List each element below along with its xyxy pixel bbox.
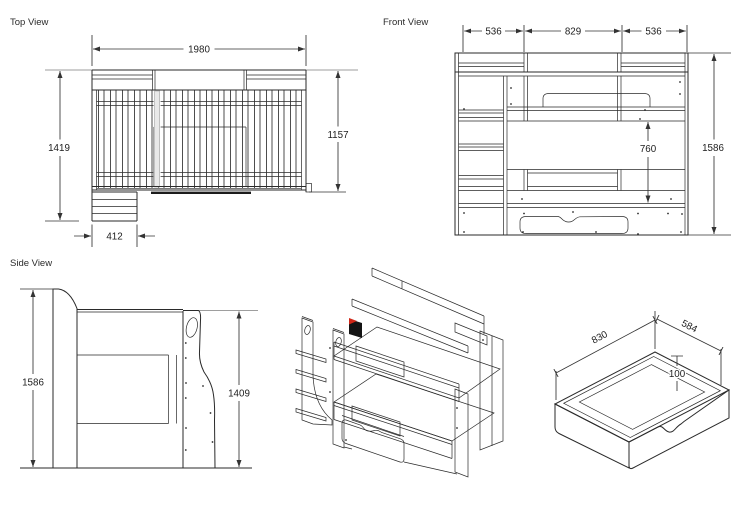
side-view: Side View 1586 140 xyxy=(10,258,258,469)
dim-text-100: 100 xyxy=(669,369,686,380)
dim-text-584: 584 xyxy=(679,318,699,335)
front-view: Front View xyxy=(383,17,731,236)
dim-side-height: 1586 xyxy=(21,290,46,467)
dim-top-right-height: 1157 xyxy=(309,71,350,193)
dim-text-1586-front: 1586 xyxy=(702,143,724,154)
dim-side-post-height: 1409 xyxy=(227,311,251,467)
dim-text-1586-side: 1586 xyxy=(22,378,44,389)
clip-light-accessory xyxy=(349,318,362,338)
isometric-view xyxy=(295,267,504,478)
dim-drawer-length: 830 xyxy=(553,311,658,400)
front-view-drawing xyxy=(454,52,689,236)
dim-text-412: 412 xyxy=(106,232,122,243)
side-view-drawing xyxy=(20,288,258,469)
drawer-detail: 830 584 100 xyxy=(553,311,731,470)
iso-screw-holes xyxy=(329,339,484,441)
dim-text-1419: 1419 xyxy=(48,143,70,154)
dim-drawer-height: 100 xyxy=(668,355,687,391)
dim-text-536-right: 536 xyxy=(645,27,662,38)
side-view-label: Side View xyxy=(10,258,52,269)
dim-front-rail-height: 760 xyxy=(639,122,658,203)
dim-text-760: 760 xyxy=(640,144,657,155)
drawer-detail-drawing xyxy=(553,351,731,470)
top-view: Top View 1980 xyxy=(10,17,358,247)
dim-top-left-height: 1419 xyxy=(45,71,79,222)
dim-text-1980: 1980 xyxy=(188,45,210,56)
dim-text-1409: 1409 xyxy=(228,389,250,400)
front-screw-holes xyxy=(463,81,683,235)
top-view-drawing xyxy=(45,69,358,222)
dim-top-width: 1980 xyxy=(91,35,307,66)
dim-front-sections: 536 829 536 xyxy=(462,25,688,52)
top-view-label: Top View xyxy=(10,17,49,28)
dim-text-1157: 1157 xyxy=(327,130,348,141)
dim-top-ladder-width: 412 xyxy=(74,224,155,247)
front-view-label: Front View xyxy=(383,17,428,28)
dim-text-830: 830 xyxy=(590,329,610,347)
accessory-red-mark xyxy=(349,318,357,325)
side-screw-holes xyxy=(184,342,214,451)
dim-front-height: 1586 xyxy=(688,52,731,236)
dim-text-829: 829 xyxy=(565,27,581,38)
dim-text-536-left: 536 xyxy=(485,27,502,38)
